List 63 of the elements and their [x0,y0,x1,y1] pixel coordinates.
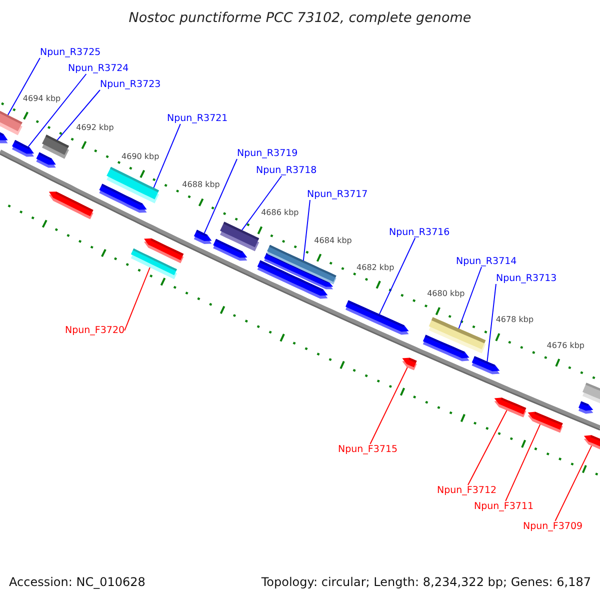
tick-label: 4678 kbp [496,315,534,326]
leader-line [378,238,416,315]
gene-label: Npun_F3711 [474,501,534,512]
leader-line [204,158,238,234]
leader-line [486,284,496,362]
map-title: Nostoc punctiforme PCC 73102, complete genome [128,10,472,26]
gene-label: Npun_R3723 [100,79,161,90]
gene-block [36,152,56,168]
tick-label: 4692 kbp [76,123,114,134]
gene-label: Npun_R3713 [496,273,557,284]
gene-label: Npun_R3724 [68,63,129,74]
feature-block [220,222,260,252]
tick-label: 4688 kbp [182,180,220,190]
feature-block [582,382,600,404]
gene-label: Npun_F3715 [338,444,398,455]
leader-line [554,445,592,522]
gene-block [144,238,184,264]
genome-summary-text: Topology: circular; Length: 8,234,322 bp; Genes: 6,187 [261,575,591,589]
leader-line [370,366,408,444]
tick-label: 4694 kbp [22,94,61,104]
gene-label: Npun_R3717 [307,189,368,200]
leader-line [242,176,282,231]
feature-block [106,166,159,204]
leader-line [56,90,100,141]
feature-block [42,134,69,159]
leader-line [124,267,150,331]
leader-line [153,124,181,188]
gene-block [0,132,8,144]
gene-block [584,435,600,450]
gene-block [194,230,212,244]
gene-label: Npun_R3725 [40,47,101,58]
tick-label: 4682 kbp [356,262,394,273]
accession-text: Accession: NC_010628 [9,575,146,589]
gene-label: Npun_R3718 [256,165,317,176]
gene-block [472,356,500,374]
leader-line [302,200,310,261]
leader-line [28,74,87,148]
gene-label: Npun_R3719 [237,148,298,159]
feature-block [0,110,22,136]
tick-label: 4676 kbp [546,340,584,351]
tick-label: 4684 kbp [314,236,352,246]
tick-label: 4690 kbp [122,152,160,162]
leader-line [7,58,40,116]
gene-block [402,358,417,370]
gene-block [48,192,94,220]
tick-label: 4680 kbp [427,289,465,300]
gene-block [578,401,594,414]
gene-block [494,398,526,418]
gene-block [346,300,409,335]
leader-line [458,266,482,329]
gene-label: Npun_R3714 [456,256,517,267]
leader-line [505,424,541,502]
gene-label: Npun_R3716 [389,227,450,238]
tick-label: 4686 kbp [261,208,299,218]
gene-block [12,140,34,157]
feature-block [428,317,486,354]
feature-block [267,244,336,284]
gene-label: Npun_F3709 [523,521,583,532]
gene-label: Npun_R3721 [167,113,228,124]
gene-label: Npun_F3712 [437,485,497,496]
gene-label: Npun_F3720 [65,325,125,336]
leader-line [468,410,508,486]
gene-block [528,412,563,433]
